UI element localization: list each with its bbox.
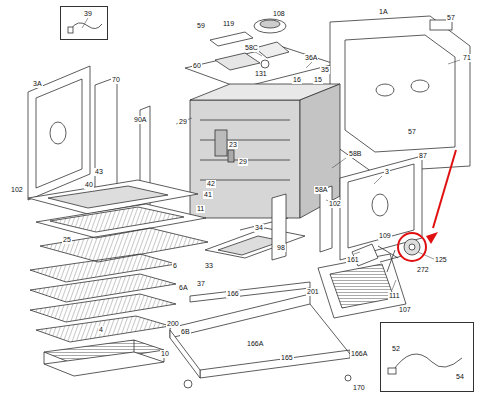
callout-number: 37: [196, 280, 206, 288]
callout-number: 165: [280, 354, 294, 362]
callout-number: 71: [462, 54, 472, 62]
callout-number: 102: [10, 186, 24, 194]
callout-number: 36A: [304, 54, 318, 62]
callout-number: 54: [455, 373, 465, 381]
callout-number: 109: [378, 232, 392, 240]
callout-number: 34: [254, 224, 264, 232]
callout-number: 10: [160, 350, 170, 358]
callout-number: 6: [172, 262, 178, 270]
callout-number: 42: [206, 180, 216, 188]
callout-number: 11: [196, 205, 205, 213]
callout-number: 35: [320, 66, 330, 74]
callout-number: 166: [226, 290, 240, 298]
callout-number: 6B: [180, 328, 191, 336]
callout-number: 33: [204, 262, 214, 270]
callout-number: 102: [328, 200, 342, 208]
inset-box: 39: [60, 6, 108, 40]
callout-number: 166A: [350, 350, 368, 358]
callout-number: 272: [416, 266, 430, 274]
callout-number: 161: [346, 256, 360, 264]
callout-number: 90A: [133, 116, 147, 124]
callout-number: 57: [446, 14, 456, 22]
callout-number: 3A: [32, 80, 43, 88]
callout-number: 52: [391, 345, 401, 353]
callout-number: 16: [292, 76, 302, 84]
callout-number: 170: [352, 384, 366, 392]
callout-number: 59: [196, 22, 206, 30]
callout-number: 111: [388, 292, 401, 300]
inset-box: 52 54: [380, 322, 474, 392]
callout-number: 200: [166, 320, 180, 328]
callout-number: 57: [407, 128, 417, 136]
callout-number: 3: [384, 168, 390, 176]
callout-number: 58A: [314, 186, 328, 194]
callout-number: 125: [434, 256, 448, 264]
callout-number: 25: [62, 236, 72, 244]
callout-number: 4: [98, 326, 104, 334]
callout-number: 39: [83, 10, 93, 18]
callout-number: 6A: [178, 284, 189, 292]
callout-number: 15: [313, 76, 323, 84]
callout-number: 119: [222, 20, 235, 28]
callout-number: 1A: [378, 8, 389, 16]
callout-number: 43: [94, 168, 104, 176]
callout-number: 29: [238, 158, 248, 166]
callout-number: 201: [306, 288, 320, 296]
callout-number: 107: [398, 306, 412, 314]
callout-number: 131: [254, 70, 268, 78]
callout-number: 87: [418, 152, 428, 160]
callout-number: 29: [178, 118, 188, 126]
callout-number: 70: [111, 76, 121, 84]
callout-number: 60: [192, 62, 202, 70]
callout-number: 58C: [244, 44, 259, 52]
callout-number: 40: [84, 181, 94, 189]
callout-number: 98: [276, 244, 286, 252]
callout-number: 166A: [246, 340, 264, 348]
callout-number: 58B: [348, 150, 362, 158]
callout-number: 23: [228, 141, 238, 149]
callout-number: 108: [272, 10, 286, 18]
callout-number: 41: [203, 191, 213, 199]
